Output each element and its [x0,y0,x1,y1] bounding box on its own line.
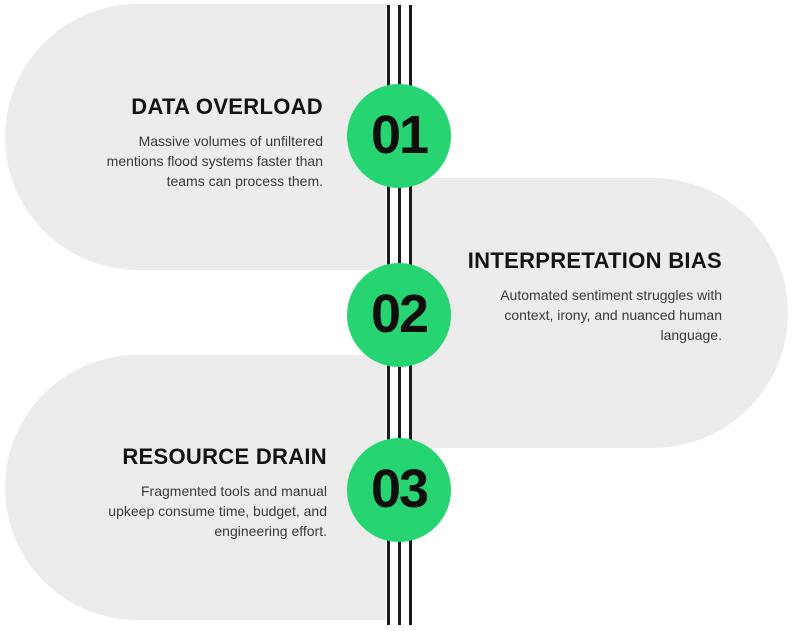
step1-panel [5,4,386,270]
step2-text: INTERPRETATION BIAS Automated sentiment … [460,244,722,345]
step3-title: RESOURCE DRAIN [122,444,327,469]
step2-description-line: context, irony, and nuanced human [504,307,722,323]
step3-description-line: Fragmented tools and manual [141,483,327,499]
step2-number: 02 [370,284,429,344]
step2-title: INTERPRETATION BIAS [467,248,722,273]
step1-number-badge: 01 [347,84,451,188]
step2-description-line: Automated sentiment struggles with [500,287,722,303]
step2-number-badge: 02 [347,263,451,367]
step1-description-line: Massive volumes of unfiltered [138,133,323,149]
step3-number-badge: 03 [347,438,451,542]
step3-number: 03 [370,459,429,519]
step1-description-line: teams can process them. [166,173,323,189]
step3-description: Fragmented tools and manual upkeep consu… [65,481,327,541]
step3-description-line: upkeep consume time, budget, and [108,503,327,519]
step3-panel [5,355,386,620]
step1-description: Massive volumes of unfiltered mentions f… [61,131,323,191]
step1-number: 01 [370,105,429,165]
step1-title: DATA OVERLOAD [131,94,323,119]
step2-panel [410,178,788,448]
step2-description: Automated sentiment struggles with conte… [460,285,722,345]
step3-text: RESOURCE DRAIN Fragmented tools and manu… [65,440,327,541]
step1-text: DATA OVERLOAD Massive volumes of unfilte… [61,90,323,191]
step3-description-line: engineering effort. [214,523,327,539]
step1-description-line: mentions flood systems faster than [106,153,323,169]
step2-description-line: language. [660,327,722,343]
